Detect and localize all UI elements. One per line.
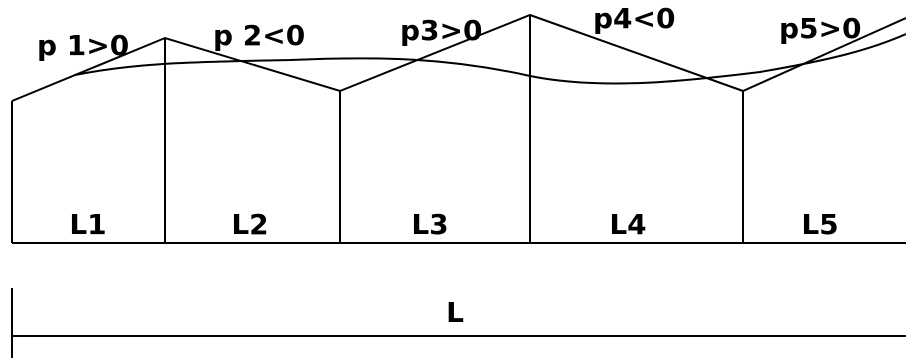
segment-label-2: L2	[231, 208, 268, 241]
total-length-label: L	[446, 296, 464, 329]
slope-label-5: p5>0	[779, 12, 861, 45]
segment-label-3: L3	[411, 208, 448, 241]
segment-label-1: L1	[69, 208, 106, 241]
slope-label-3: p3>0	[400, 14, 482, 47]
piecewise-linear-profile	[11, 13, 906, 102]
slope-label-2: p 2<0	[213, 19, 305, 52]
segment-label-5: L5	[801, 208, 838, 241]
segment-label-4: L4	[609, 208, 646, 241]
smooth-curve	[74, 33, 906, 85]
slope-label-4: p4<0	[593, 2, 675, 35]
slope-label-1: p 1>0	[37, 29, 129, 62]
